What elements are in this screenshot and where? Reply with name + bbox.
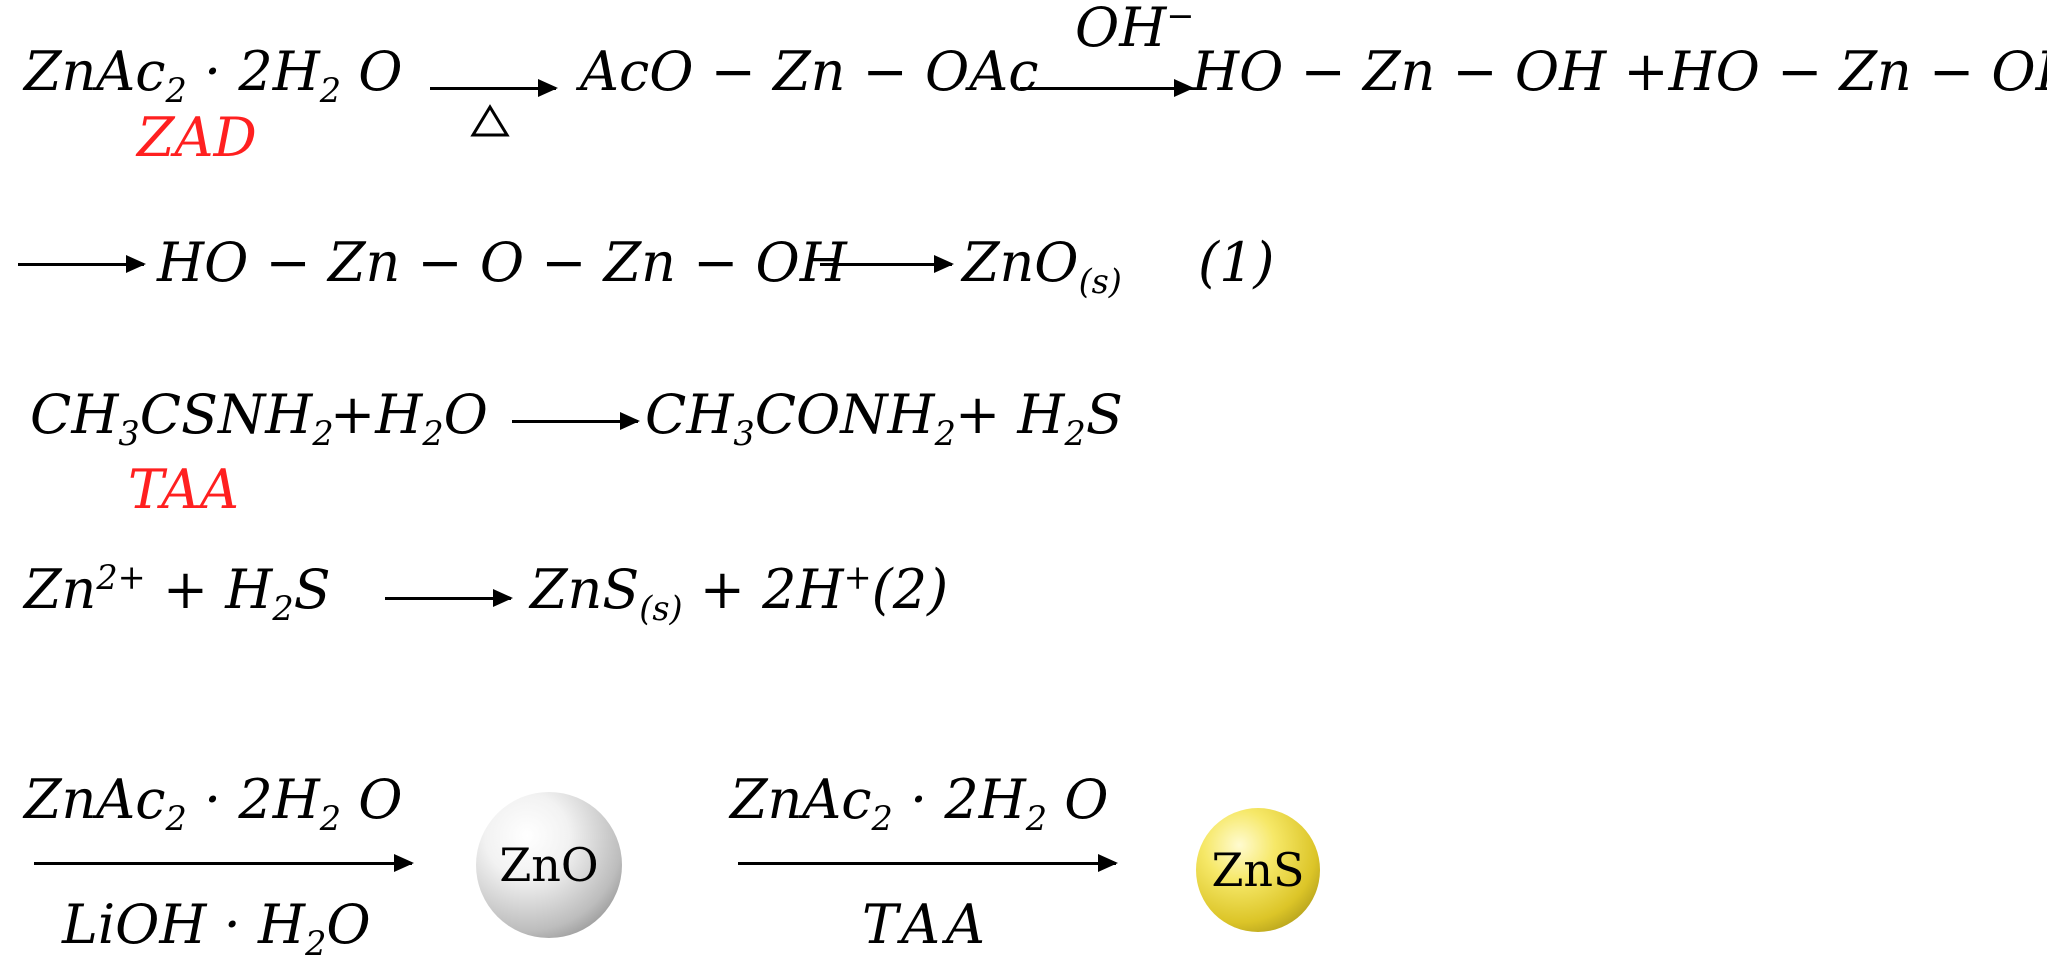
heat-reaction-arrow xyxy=(430,79,558,97)
step2-reagent-bottom: TAA xyxy=(862,893,992,956)
zns-formation-arrow xyxy=(385,589,513,607)
hydrogen-sulfide-product: + H2S xyxy=(955,383,1123,453)
step1-reagent-bottom: LiOH · H2O xyxy=(62,893,371,963)
zno-formation-arrow xyxy=(820,255,954,273)
thioacetamide-formula: CH3CSNH2 xyxy=(30,383,334,453)
heat-triangle-icon xyxy=(470,104,510,137)
equation-number-1: (1) xyxy=(1198,231,1275,294)
step2-arrow xyxy=(738,854,1118,872)
zno-solid-product: ZnO(s) xyxy=(962,231,1122,301)
water-reactant: +H2O xyxy=(330,383,488,453)
hydroxide-reaction-arrow xyxy=(1020,79,1194,97)
eq1-reactant-zad-formula: ZnAc2 · 2H2 O xyxy=(24,40,403,110)
acetamide-product: CH3CONH2 xyxy=(645,383,956,453)
step1-reagent-top: ZnAc2 · 2H2 O xyxy=(24,768,403,838)
zno-sphere: ZnO xyxy=(476,792,622,938)
dizinc-intermediate: HO − Zn − O − Zn − OH xyxy=(157,231,847,294)
zinc-hydroxide-products: HO − Zn − OH +HO − Zn − OH xyxy=(1192,40,2047,103)
condensation-arrow xyxy=(18,255,146,273)
acetoxy-zinc-intermediate: AcO − Zn − OAc xyxy=(580,40,1039,103)
zad-label: ZAD xyxy=(137,106,257,169)
zns-solid-products: ZnS(s) + 2H+(2) xyxy=(530,558,949,628)
step2-reagent-top: ZnAc2 · 2H2 O xyxy=(730,768,1109,838)
hydroxide-reagent-label: OH− xyxy=(1075,0,1195,59)
step1-arrow xyxy=(34,854,414,872)
hydrolysis-arrow xyxy=(512,412,640,430)
zinc-ion-reactants: Zn2+ + H2S xyxy=(24,558,331,628)
taa-label: TAA xyxy=(128,458,240,521)
zns-sphere: ZnS xyxy=(1196,808,1320,932)
